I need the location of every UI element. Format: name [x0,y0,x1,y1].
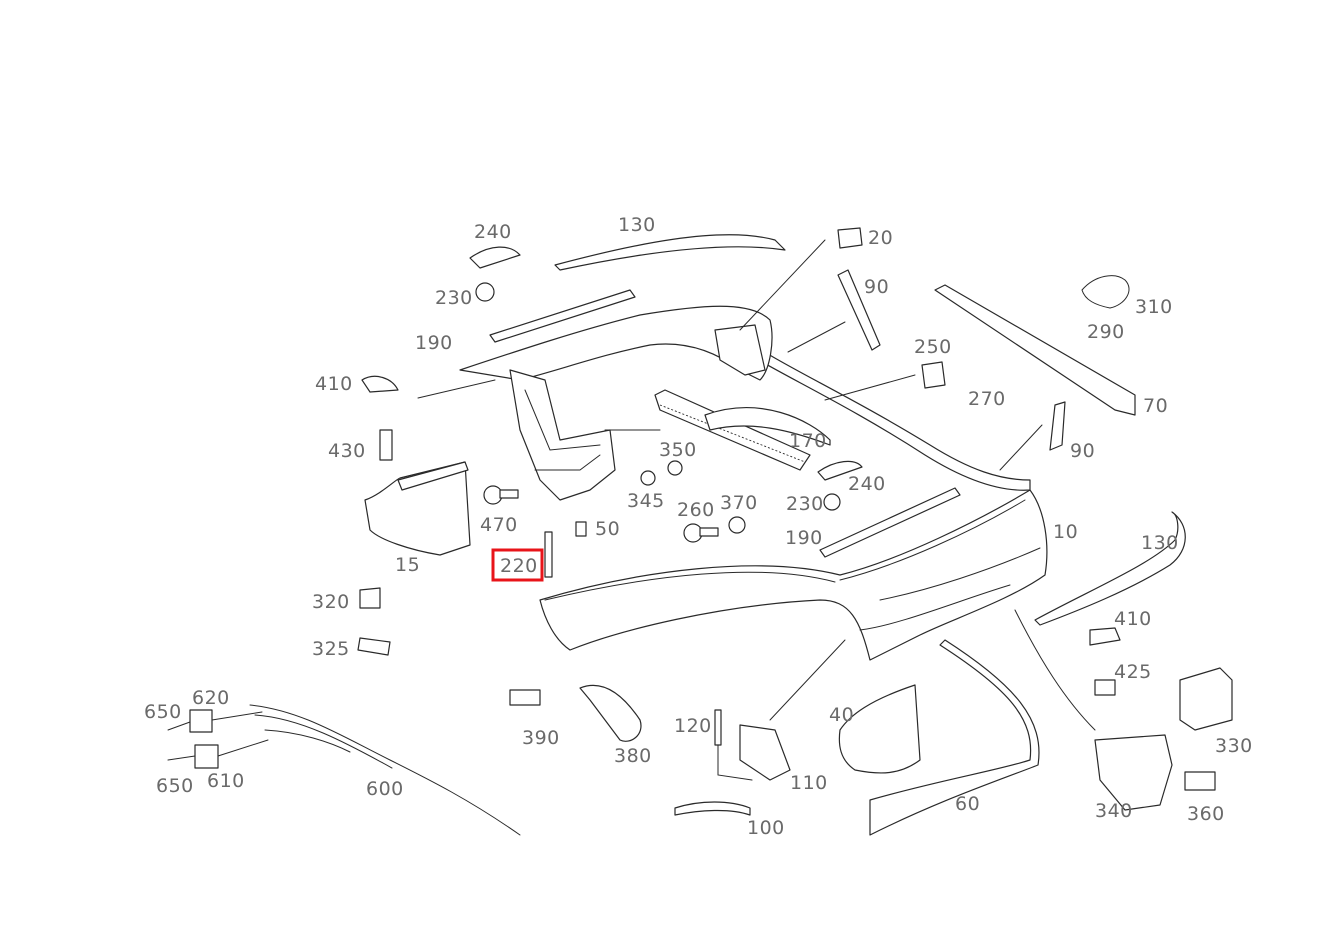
label-170: 170 [789,430,827,452]
nut-345 [640,470,656,486]
lower-spoiler [869,639,1040,836]
bracket-110 [739,724,791,781]
sensor-390 [509,689,541,706]
bolt-260 [683,523,703,543]
clip-320 [359,587,381,609]
side-seal-left [489,289,636,343]
label-270: 270 [968,388,1006,410]
label-410-left: 410 [315,373,353,395]
label-290: 290 [1087,321,1125,343]
bolt-230-mid [823,493,841,511]
label-600: 600 [366,778,404,800]
label-230-top: 230 [435,287,473,309]
grille-insert [654,389,811,471]
corner-cover-left [364,461,471,556]
cap-240-top [469,246,521,269]
label-40: 40 [829,704,854,726]
housing-330 [1179,667,1233,731]
label-410-right: 410 [1114,608,1152,630]
pad-310-290 [1081,275,1130,309]
label-70: 70 [1143,395,1168,417]
label-220: 220 [500,555,538,577]
corner-bracket [397,461,469,491]
bumper-cover [539,334,1048,661]
strip-90-mid [1049,401,1066,451]
harness-380 [579,684,642,742]
label-360: 360 [1187,803,1225,825]
label-240-top: 240 [474,221,512,243]
label-310: 310 [1135,296,1173,318]
label-190-mid: 190 [785,527,823,549]
bolt-260-shaft [699,527,719,537]
label-230-mid: 230 [786,493,824,515]
label-330: 330 [1215,735,1253,757]
bolt-470 [483,485,503,505]
clip-325 [357,637,391,656]
label-425: 425 [1114,661,1152,683]
label-260: 260 [677,499,715,521]
clip-20 [837,227,863,249]
rear-panel-strip [934,284,1136,416]
label-100: 100 [747,817,785,839]
bolt-470-shaft [499,489,519,499]
washer-350 [667,460,683,476]
label-50: 50 [595,518,620,540]
label-610: 610 [207,770,245,792]
wiring-harness [167,704,521,836]
sensor-360 [1184,771,1216,791]
strip-90-top [837,269,881,351]
label-120: 120 [674,715,712,737]
label-345: 345 [627,490,665,512]
label-470: 470 [480,514,518,536]
label-430: 430 [328,440,366,462]
label-350: 350 [659,439,697,461]
spacer-50 [575,521,587,537]
label-10: 10 [1053,521,1078,543]
bumper-support-frame [459,305,773,501]
bolt-120 [714,709,722,746]
label-380: 380 [614,745,652,767]
label-650-top: 650 [144,701,182,723]
trim-strip-top [554,234,786,271]
label-620: 620 [192,687,230,709]
bracket-340 [1094,734,1173,811]
strap-100 [674,801,751,816]
label-15: 15 [395,554,420,576]
side-seal-right [819,487,961,558]
bracket-central [704,407,831,446]
label-340: 340 [1095,800,1133,822]
label-90-mid: 90 [1070,440,1095,462]
nut-410 [1089,627,1121,646]
label-325: 325 [312,638,350,660]
washer-370 [728,516,746,534]
bolt-425 [1094,679,1116,696]
clip-410 [361,375,399,393]
label-90-top: 90 [864,276,889,298]
label-250: 250 [914,336,952,358]
label-130-right: 130 [1141,532,1179,554]
label-190-top: 190 [415,332,453,354]
pin-220 [544,531,553,578]
label-130-top: 130 [618,214,656,236]
trim-strip-right [1034,511,1186,626]
label-320: 320 [312,591,350,613]
side-panel-40 [838,684,921,774]
label-650-bottom: 650 [156,775,194,797]
plate-250 [921,361,946,389]
label-240-mid: 240 [848,473,886,495]
label-390: 390 [522,727,560,749]
label-110: 110 [790,772,828,794]
highlight-box-220[interactable] [491,548,544,582]
clip-430 [379,429,393,461]
label-20: 20 [868,227,893,249]
label-60: 60 [955,793,980,815]
leader-lines [417,239,1096,781]
label-370: 370 [720,492,758,514]
cap-240-mid [817,460,863,481]
bolt-230-top [475,282,495,302]
